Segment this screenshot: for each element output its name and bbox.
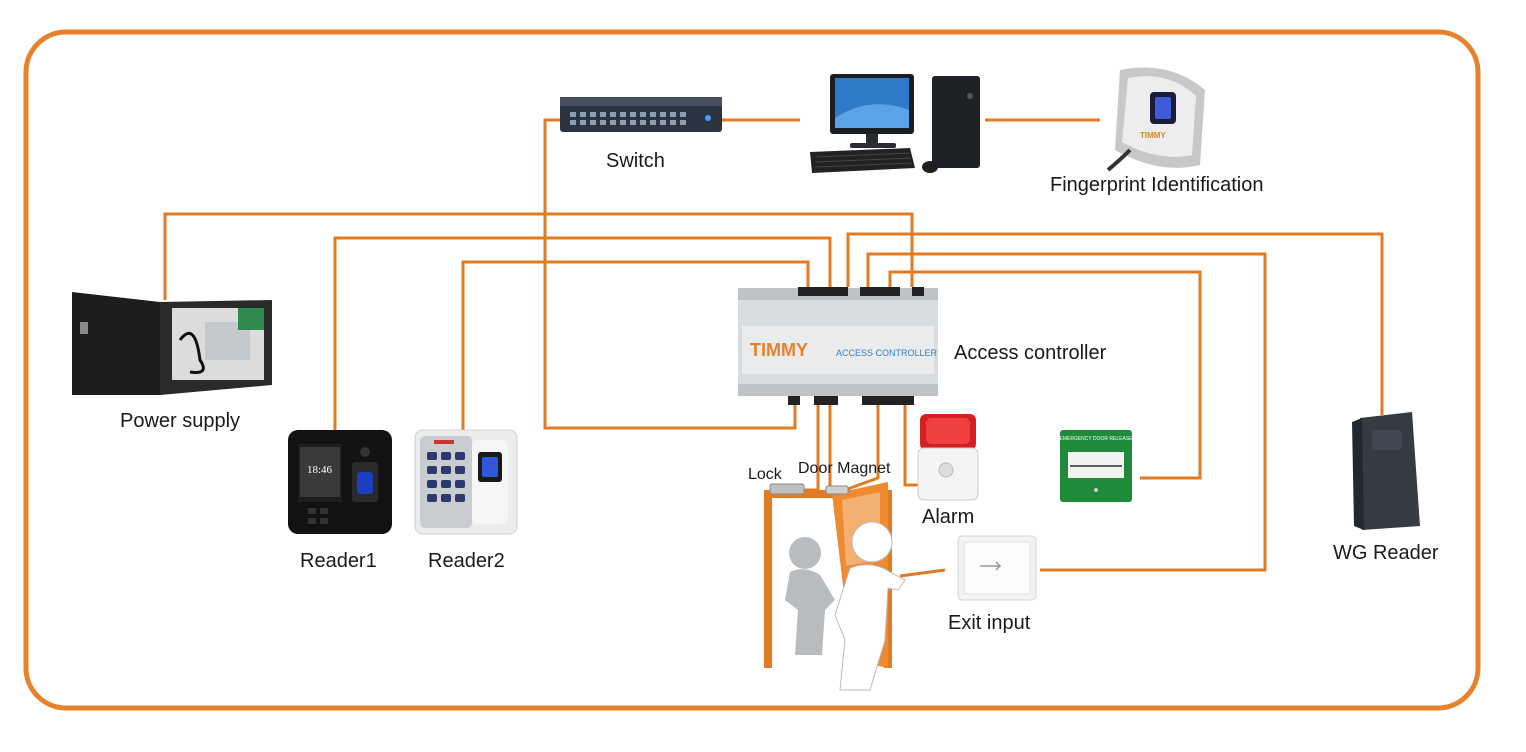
wire-exit-person xyxy=(899,568,946,578)
reader1-label: Reader1 xyxy=(300,550,377,572)
person-icon xyxy=(785,521,906,691)
wg-reader-label: WG Reader xyxy=(1333,542,1439,564)
wire-reader2 xyxy=(461,260,810,430)
wire-magnet xyxy=(844,404,880,492)
wire-wg-reader xyxy=(846,232,1384,415)
controller-brand-text: TIMMY xyxy=(750,340,808,360)
computer-icon xyxy=(810,74,980,173)
wire-exit xyxy=(866,252,1267,572)
exit-input-label: Exit input xyxy=(948,612,1031,634)
exit-button-icon xyxy=(957,535,1037,601)
fingerprint-scanner-icon: TIMMY xyxy=(1106,67,1205,172)
emergency-title-text: EMERGENCY DOOR RELEASE xyxy=(1060,436,1134,442)
diagram-frame xyxy=(23,29,1481,711)
reader2-label: Reader2 xyxy=(428,550,505,572)
door-magnet-label: Door Magnet xyxy=(798,460,891,477)
reader2-icon xyxy=(414,429,518,535)
controller-model-text: ACCESS CONTROLLER xyxy=(836,348,938,358)
power-supply-icon xyxy=(72,292,272,395)
switch-label: Switch xyxy=(606,150,665,172)
lock-icon xyxy=(769,483,805,495)
switch-icon xyxy=(560,97,722,132)
wire-alarm xyxy=(903,404,920,487)
alarm-icon xyxy=(917,414,979,501)
reader-clock-text: 18:46 xyxy=(307,464,333,476)
lock-label: Lock xyxy=(748,466,782,483)
wire-network xyxy=(543,118,797,430)
magnet-icon xyxy=(825,485,849,495)
fingerprint-label: Fingerprint Identification xyxy=(1050,174,1264,196)
wire-emergency xyxy=(888,270,1202,480)
reader1-icon: 18:46 xyxy=(288,430,392,534)
fingerprint-brand-text: TIMMY xyxy=(1140,131,1166,140)
power-supply-label: Power supply xyxy=(120,410,241,432)
wire-reader1 xyxy=(333,236,832,430)
emergency-release-icon: EMERGENCY DOOR RELEASE xyxy=(1060,430,1134,502)
controller-icon: TIMMY ACCESS CONTROLLER xyxy=(738,287,938,405)
alarm-label: Alarm xyxy=(922,506,975,528)
access-controller-label: Access controller xyxy=(954,342,1107,364)
wire-power xyxy=(163,212,914,300)
wg-reader-icon xyxy=(1352,412,1420,530)
